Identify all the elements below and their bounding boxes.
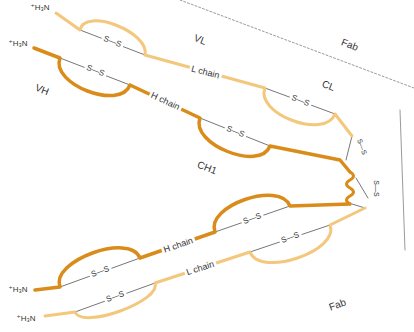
part-label: VH bbox=[32, 82, 52, 98]
heavy-chain bbox=[35, 195, 350, 290]
heavy-chain bbox=[34, 48, 350, 172]
part-label: ⁺H₃N bbox=[28, 4, 51, 12]
part-label: S—S bbox=[103, 289, 127, 304]
part-label: S—S bbox=[278, 230, 302, 245]
part-label: VL bbox=[191, 32, 210, 47]
part-label: CH1 bbox=[194, 159, 220, 177]
part-label: Fab bbox=[326, 297, 349, 314]
part-label: L chain bbox=[188, 63, 222, 80]
disulfide-bonds bbox=[60, 30, 368, 312]
hinge-region bbox=[347, 172, 354, 204]
light-chain bbox=[45, 208, 365, 318]
part-label: S—S bbox=[223, 124, 247, 140]
fab-boundary bbox=[180, 0, 414, 88]
part-label: S—S bbox=[288, 93, 312, 109]
part-label: S—S bbox=[355, 135, 369, 157]
part-label: S—S bbox=[88, 264, 112, 279]
part-label: L chain bbox=[183, 259, 217, 278]
part-label: ⁺H₃N bbox=[14, 315, 37, 323]
part-label: S—S bbox=[240, 211, 264, 226]
part-label: H chain bbox=[160, 235, 196, 255]
part-label: S—S bbox=[83, 63, 107, 79]
part-label: H chain bbox=[147, 90, 182, 113]
part-label: S—S bbox=[373, 178, 380, 198]
part-label: S—S bbox=[100, 34, 124, 50]
fab-boundary bbox=[400, 110, 405, 250]
part-label: ⁺H₃N bbox=[6, 286, 29, 294]
part-label: ⁺H₃N bbox=[6, 40, 29, 48]
light-chain bbox=[56, 13, 352, 136]
part-label: CL bbox=[318, 78, 337, 93]
part-label: Fab bbox=[338, 37, 361, 54]
